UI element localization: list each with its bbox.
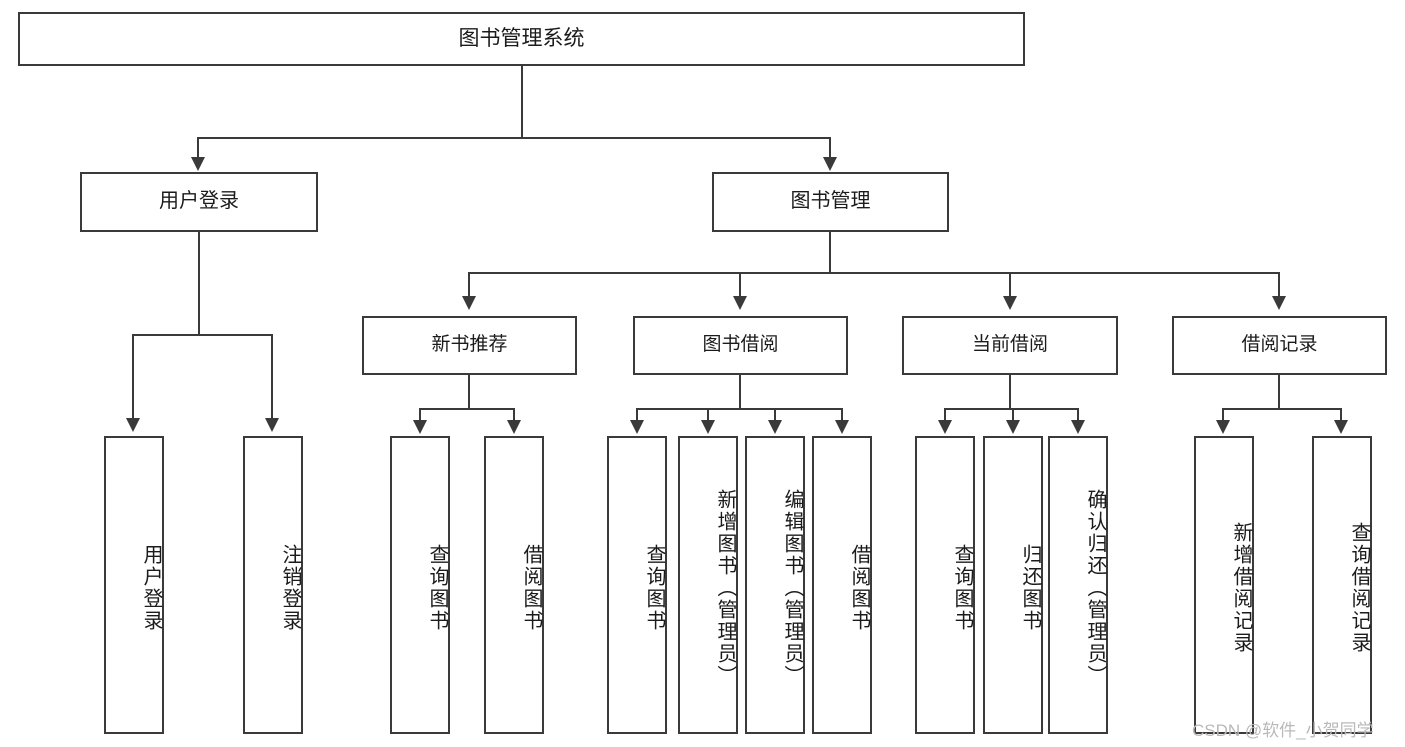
connector-root-bus bbox=[197, 137, 831, 139]
node-label: 图书借阅 bbox=[702, 334, 779, 356]
connector-user-login-to-leaf-1 bbox=[132, 334, 134, 420]
arrowhead-book-borrow-leaf-3 bbox=[768, 420, 782, 434]
arrowhead-book-borrow-leaf-4 bbox=[835, 420, 849, 434]
arrowhead-book-mgmt-new-book bbox=[462, 296, 476, 310]
node-label: 注销登录 bbox=[279, 544, 301, 632]
arrowhead-borrow-record-leaf-2 bbox=[1334, 420, 1348, 434]
node-label: 图书管理系统 bbox=[458, 26, 585, 50]
connector-book-borrow-to-leaf-4 bbox=[841, 408, 843, 422]
arrowhead-current-borrow-leaf-2 bbox=[1006, 420, 1020, 434]
connector-new-book-bus bbox=[419, 408, 515, 410]
node-label: 用户登录 bbox=[140, 544, 162, 632]
arrowhead-book-borrow-leaf-2 bbox=[701, 420, 715, 434]
connector-book-mgmt-to-record bbox=[1278, 272, 1280, 298]
connector-book-borrow-stem bbox=[739, 375, 741, 409]
node-label: 查询借阅记录 bbox=[1348, 522, 1370, 654]
arrowhead-new-book-leaf-1 bbox=[413, 420, 427, 434]
node-book-borrow[interactable]: 图书借阅 bbox=[633, 316, 848, 375]
connector-book-borrow-to-leaf-1 bbox=[636, 408, 638, 422]
node-label: 借阅图书 bbox=[520, 544, 542, 632]
leaf-current-borrow-1[interactable]: 查询图书 bbox=[915, 436, 975, 734]
node-label: 归还图书 bbox=[1019, 544, 1041, 632]
connector-root-stem bbox=[521, 66, 523, 138]
arrowhead-borrow-record-leaf-1 bbox=[1216, 420, 1230, 434]
connector-current-borrow-stem bbox=[1009, 375, 1011, 409]
arrowhead-current-borrow-leaf-1 bbox=[938, 420, 952, 434]
node-label: 查询图书 bbox=[426, 544, 448, 632]
node-label: 当前借阅 bbox=[971, 334, 1048, 356]
connector-user-login-to-leaf-2 bbox=[271, 334, 273, 420]
leaf-current-borrow-3[interactable]: 确认归还（管理员） bbox=[1048, 436, 1108, 734]
leaf-current-borrow-2[interactable]: 归还图书 bbox=[983, 436, 1043, 734]
connector-current-borrow-to-leaf-2 bbox=[1012, 408, 1014, 422]
connector-user-login-stem bbox=[198, 232, 200, 335]
connector-borrow-record-to-leaf-1 bbox=[1222, 408, 1224, 422]
node-label: 新书推荐 bbox=[431, 334, 508, 356]
connector-borrow-record-bus bbox=[1222, 408, 1341, 410]
arrowhead-new-book-leaf-2 bbox=[507, 420, 521, 434]
watermark-text: CSDN @软件_小贺同学 bbox=[1192, 721, 1374, 740]
arrowhead-root-to-user-login bbox=[191, 157, 205, 171]
arrowhead-book-mgmt-borrow bbox=[733, 296, 747, 310]
node-label: 编辑图书（管理员） bbox=[781, 489, 803, 687]
connector-new-book-stem bbox=[468, 375, 470, 409]
node-label: 用户登录 bbox=[159, 190, 239, 213]
arrowhead-current-borrow-leaf-3 bbox=[1071, 420, 1085, 434]
connector-book-mgmt-to-current bbox=[1009, 272, 1011, 298]
node-label: 新增借阅记录 bbox=[1230, 522, 1252, 654]
node-label: 确认归还（管理员） bbox=[1084, 489, 1106, 687]
node-label: 借阅记录 bbox=[1241, 334, 1318, 356]
leaf-borrow-record-1[interactable]: 新增借阅记录 bbox=[1194, 436, 1254, 734]
node-new-book-recommend[interactable]: 新书推荐 bbox=[362, 316, 577, 375]
leaf-new-book-2[interactable]: 借阅图书 bbox=[484, 436, 544, 734]
node-label: 查询图书 bbox=[951, 544, 973, 632]
connector-book-borrow-bus bbox=[636, 408, 843, 410]
node-current-borrow[interactable]: 当前借阅 bbox=[902, 316, 1118, 375]
connector-root-to-user-login bbox=[197, 137, 199, 159]
connector-book-mgmt-bus bbox=[468, 272, 1280, 274]
arrowhead-user-login-leaf-1 bbox=[126, 418, 140, 432]
leaf-borrow-record-2[interactable]: 查询借阅记录 bbox=[1312, 436, 1372, 734]
leaf-user-login-1[interactable]: 用户登录 bbox=[104, 436, 164, 734]
node-label: 图书管理 bbox=[790, 190, 871, 213]
connector-borrow-record-to-leaf-2 bbox=[1340, 408, 1342, 422]
node-borrow-record[interactable]: 借阅记录 bbox=[1172, 316, 1387, 375]
node-root-system[interactable]: 图书管理系统 bbox=[18, 12, 1025, 66]
node-book-management[interactable]: 图书管理 bbox=[712, 172, 949, 232]
node-label: 新增图书（管理员） bbox=[714, 489, 736, 687]
connector-new-book-to-leaf-1 bbox=[419, 408, 421, 422]
node-user-login[interactable]: 用户登录 bbox=[80, 172, 318, 232]
connector-book-mgmt-to-borrow bbox=[739, 272, 741, 298]
leaf-book-borrow-1[interactable]: 查询图书 bbox=[607, 436, 667, 734]
connector-borrow-record-stem bbox=[1278, 375, 1280, 409]
connector-current-borrow-to-leaf-1 bbox=[944, 408, 946, 422]
arrowhead-root-to-book-mgmt bbox=[823, 157, 837, 171]
arrowhead-user-login-leaf-2 bbox=[265, 418, 279, 432]
leaf-user-login-2[interactable]: 注销登录 bbox=[243, 436, 303, 734]
leaf-book-borrow-4[interactable]: 借阅图书 bbox=[812, 436, 872, 734]
connector-book-borrow-to-leaf-2 bbox=[707, 408, 709, 422]
leaf-new-book-1[interactable]: 查询图书 bbox=[390, 436, 450, 734]
node-label: 借阅图书 bbox=[848, 544, 870, 632]
connector-book-mgmt-to-new-book bbox=[468, 272, 470, 298]
connector-root-to-book-mgmt bbox=[829, 137, 831, 159]
connector-new-book-to-leaf-2 bbox=[513, 408, 515, 422]
connector-book-mgmt-stem bbox=[829, 232, 831, 273]
connector-book-borrow-to-leaf-3 bbox=[774, 408, 776, 422]
connector-current-borrow-bus bbox=[944, 408, 1078, 410]
arrowhead-book-borrow-leaf-1 bbox=[630, 420, 644, 434]
connector-current-borrow-to-leaf-3 bbox=[1077, 408, 1079, 422]
leaf-book-borrow-2[interactable]: 新增图书（管理员） bbox=[678, 436, 738, 734]
node-label: 查询图书 bbox=[643, 544, 665, 632]
arrowhead-book-mgmt-current bbox=[1003, 296, 1017, 310]
arrowhead-book-mgmt-record bbox=[1272, 296, 1286, 310]
leaf-book-borrow-3[interactable]: 编辑图书（管理员） bbox=[745, 436, 805, 734]
connector-user-login-bus bbox=[132, 334, 272, 336]
